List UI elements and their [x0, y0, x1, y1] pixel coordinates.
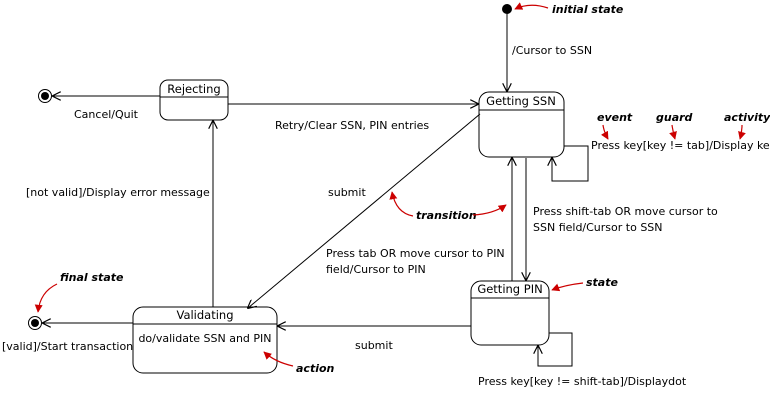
state-validating: Validating do/validate SSN and PIN — [132, 306, 278, 374]
note-initial-state: initial state — [552, 3, 624, 16]
note-guard: guard — [656, 111, 693, 124]
state-rejecting: Rejecting — [159, 79, 229, 121]
note-arrow-transition-right — [472, 204, 507, 216]
state-rejecting-label: Rejecting — [167, 82, 220, 96]
edge-ssn-self-loop — [552, 145, 589, 182]
label-ssn-self: Press key[key != tab]/Display key — [591, 139, 770, 152]
label-pin-to-ssn-2: SSN field/Cursor to SSN — [533, 221, 663, 234]
note-arrow-final-state — [34, 283, 58, 313]
label-valid: [valid]/Start transaction — [2, 340, 133, 353]
note-activity: activity — [724, 111, 770, 124]
label-cancel-quit: Cancel/Quit — [74, 108, 139, 121]
note-event: event — [597, 111, 633, 124]
note-final-state: final state — [60, 271, 124, 284]
note-transition: transition — [416, 209, 477, 222]
note-arrow-action — [263, 351, 294, 367]
label-pin-self: Press key[key != shift-tab]/Displaydot — [478, 375, 687, 388]
label-ssn-submit: submit — [328, 186, 366, 199]
state-getting-pin: Getting PIN — [470, 280, 550, 346]
initial-state-dot — [502, 4, 512, 14]
note-arrow-guard — [669, 124, 677, 140]
note-arrow-activity — [738, 124, 746, 140]
note-arrow-transition-left — [389, 191, 414, 217]
final-state-top — [38, 89, 52, 103]
label-pin-to-ssn-1: Press shift-tab OR move cursor to — [533, 205, 718, 218]
state-getting-ssn-label: Getting SSN — [486, 94, 556, 108]
note-arrow-initial-state — [514, 2, 549, 10]
note-arrow-event — [600, 124, 609, 140]
final-state-bottom — [28, 316, 42, 330]
label-initial-to-ssn: /Cursor to SSN — [512, 44, 592, 57]
edge-ssn-to-validating — [248, 113, 481, 308]
label-ssn-to-pin-1: Press tab OR move cursor to PIN — [326, 247, 505, 260]
label-retry: Retry/Clear SSN, PIN entries — [275, 119, 429, 132]
note-action: action — [296, 362, 335, 375]
state-validating-action: do/validate SSN and PIN — [138, 332, 271, 345]
label-ssn-to-pin-2: field/Cursor to PIN — [326, 263, 426, 276]
state-getting-ssn: Getting SSN — [478, 91, 565, 158]
note-state: state — [586, 276, 618, 289]
state-validating-label: Validating — [176, 308, 233, 322]
state-getting-pin-label: Getting PIN — [477, 282, 542, 296]
edge-pin-self-loop — [538, 332, 573, 367]
label-pin-submit: submit — [355, 339, 393, 352]
label-not-valid: [not valid]/Display error message — [26, 186, 210, 199]
note-arrow-state — [551, 282, 584, 292]
